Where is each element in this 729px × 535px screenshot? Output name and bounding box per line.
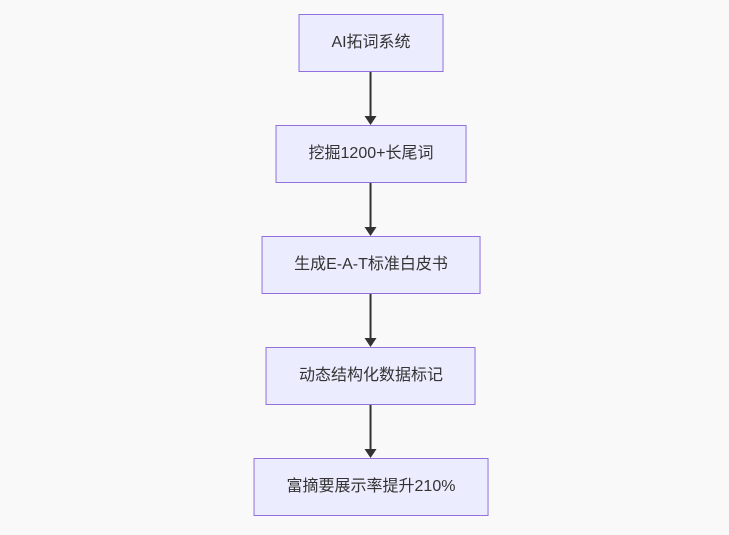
flow-edge-1 xyxy=(365,72,377,125)
arrowhead-down-icon xyxy=(365,449,377,458)
edge-line xyxy=(370,72,372,116)
flow-node-structured-data-markup: 动态结构化数据标记 xyxy=(265,347,476,405)
flow-node-ai-expansion-system: AI拓词系统 xyxy=(298,14,444,72)
flow-node-label: 挖掘1200+长尾词 xyxy=(308,145,434,162)
flow-node-label: 生成E-A-T标准白皮书 xyxy=(294,256,448,273)
edge-line xyxy=(370,183,372,227)
arrowhead-down-icon xyxy=(365,227,377,236)
flow-edge-3 xyxy=(365,294,377,347)
flow-node-label: AI拓词系统 xyxy=(331,34,411,51)
flow-edge-2 xyxy=(365,183,377,236)
arrowhead-down-icon xyxy=(365,116,377,125)
flow-node-longtail-mining: 挖掘1200+长尾词 xyxy=(275,125,467,183)
flow-node-label: 动态结构化数据标记 xyxy=(298,367,443,384)
flowchart: AI拓词系统 挖掘1200+长尾词 生成E-A-T标准白皮书 动态结构化数据标记… xyxy=(253,14,489,516)
edge-line xyxy=(370,294,372,338)
edge-line xyxy=(370,405,372,449)
flow-node-label: 富摘要展示率提升210% xyxy=(286,478,456,495)
flow-node-rich-snippet-rate: 富摘要展示率提升210% xyxy=(253,458,489,516)
flow-node-eat-whitepaper: 生成E-A-T标准白皮书 xyxy=(261,236,481,294)
flow-edge-4 xyxy=(365,405,377,458)
arrowhead-down-icon xyxy=(365,338,377,347)
